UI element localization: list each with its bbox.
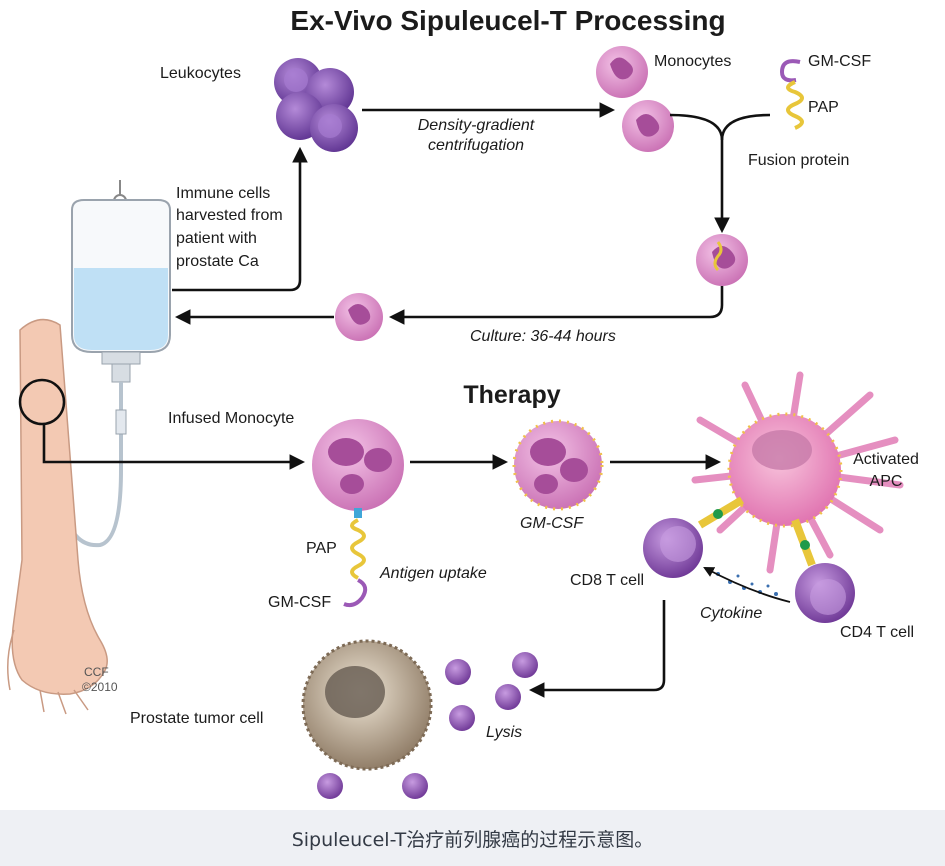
fusion-protein-icon bbox=[779, 59, 804, 130]
label-fusion-protein: Fusion protein bbox=[748, 152, 849, 169]
monocyte-pair bbox=[596, 46, 674, 152]
iv-bag bbox=[53, 180, 171, 548]
label-density-line1: Density-gradient bbox=[418, 117, 535, 134]
label-monocytes: Monocytes bbox=[654, 53, 731, 70]
cytokine-dots bbox=[716, 572, 778, 596]
diagram-title: Ex-Vivo Sipuleucel-T Processing bbox=[290, 5, 725, 36]
label-gm-csf-mid: GM-CSF bbox=[520, 515, 584, 532]
label-cd8: CD8 T cell bbox=[570, 572, 644, 589]
gm-csf-stimulated-cell bbox=[512, 419, 604, 511]
label-pap-top: PAP bbox=[808, 99, 839, 116]
infused-monocyte bbox=[312, 419, 404, 518]
leukocyte-cluster bbox=[274, 58, 358, 152]
label-apc: APC bbox=[870, 473, 903, 490]
label-culture: Culture: 36-44 hours bbox=[470, 328, 616, 345]
receptor-contacts bbox=[697, 496, 816, 567]
label-antigen-uptake: Antigen uptake bbox=[379, 565, 487, 582]
figure-caption: Sipuleucel-T治疗前列腺癌的过程示意图。 bbox=[291, 828, 654, 851]
sipuleucel-t-diagram: Ex-Vivo Sipuleucel-T Processing Therapy bbox=[7, 5, 919, 799]
label-cd4: CD4 T cell bbox=[840, 624, 914, 641]
cultured-monocyte bbox=[335, 293, 383, 341]
activated-apc bbox=[691, 371, 904, 574]
loaded-monocyte bbox=[696, 234, 748, 286]
label-gm-csf-bottom: GM-CSF bbox=[268, 594, 331, 611]
label-harvest-line1: Immune cells bbox=[176, 185, 270, 202]
label-infused-monocyte: Infused Monocyte bbox=[168, 410, 294, 427]
copyright-line1: CCF bbox=[84, 665, 109, 679]
label-pap-bottom: PAP bbox=[306, 540, 337, 557]
figure-panel: Ex-Vivo Sipuleucel-T Processing Therapy bbox=[0, 0, 945, 810]
therapy-heading: Therapy bbox=[463, 381, 560, 409]
antigen-fusion-protein bbox=[343, 518, 368, 608]
prostate-tumor-cell bbox=[301, 639, 538, 799]
caption-bar: Sipuleucel-T治疗前列腺癌的过程示意图。 bbox=[0, 810, 945, 866]
label-prostate-tumor: Prostate tumor cell bbox=[130, 710, 263, 727]
label-lysis: Lysis bbox=[486, 724, 522, 741]
label-harvest-line4: prostate Ca bbox=[176, 253, 259, 270]
label-activated: Activated bbox=[853, 451, 919, 468]
label-harvest-line3: patient with bbox=[176, 230, 257, 247]
label-cytokine: Cytokine bbox=[700, 605, 762, 622]
patient-arm bbox=[7, 318, 108, 715]
label-gm-csf-top: GM-CSF bbox=[808, 53, 871, 70]
cd4-t-cell bbox=[795, 563, 855, 623]
process-arrows bbox=[42, 102, 791, 698]
label-harvest-line2: harvested from bbox=[176, 207, 283, 224]
cd8-t-cell bbox=[643, 518, 703, 578]
label-leukocytes: Leukocytes bbox=[160, 65, 241, 82]
label-density-line2: centrifugation bbox=[428, 137, 524, 154]
copyright-line2: ©2010 bbox=[82, 680, 118, 694]
